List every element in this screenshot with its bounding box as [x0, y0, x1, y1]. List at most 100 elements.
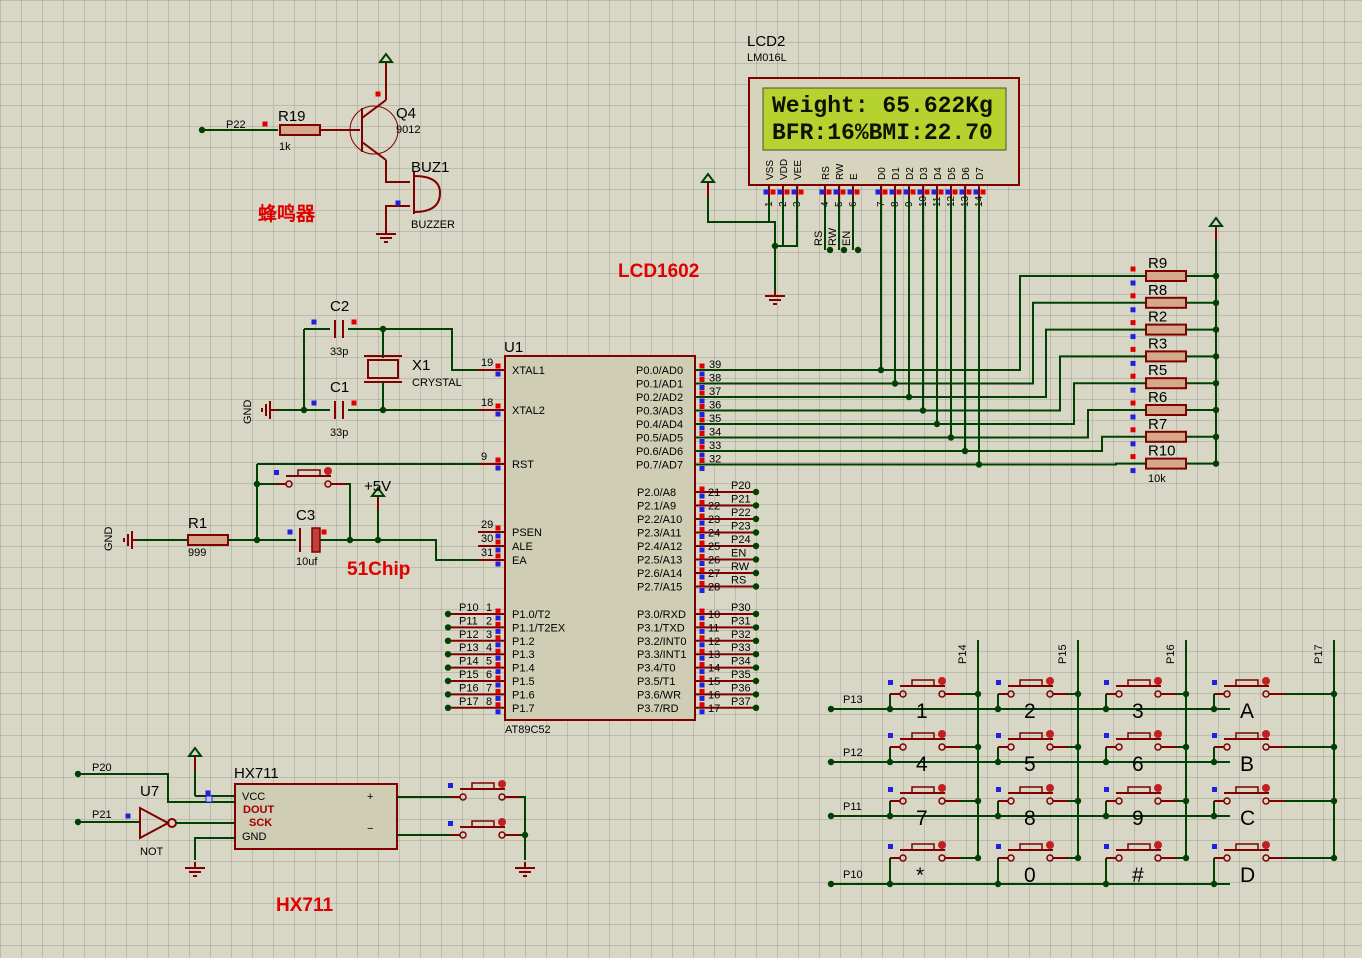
hx711-body [234, 783, 398, 850]
keypad-key-label: C [1240, 807, 1255, 830]
pin-marker [1104, 680, 1109, 685]
hx711-pin-gnd: GND [242, 831, 267, 843]
button-contact [1046, 743, 1054, 751]
mcu-pin-name: P1.0/T2 [512, 609, 551, 621]
mcu-pin-number: 34 [709, 427, 721, 439]
button-contact [1262, 743, 1270, 751]
pin-marker [699, 581, 705, 586]
keypad-button [888, 730, 960, 751]
junction-dot [444, 677, 452, 685]
button-indicator [938, 730, 946, 738]
pin-marker [699, 444, 705, 450]
title-hx711: HX711 [276, 895, 333, 916]
pin-marker [833, 189, 839, 195]
button-indicator [938, 784, 946, 792]
junction-dot [974, 797, 982, 805]
lcd-pin-name: D4 [933, 167, 944, 180]
lcd-pin-name: D3 [919, 167, 930, 180]
row-net: P12 [843, 747, 863, 759]
keypad-button [888, 784, 960, 805]
button-contact [285, 480, 293, 488]
button-contact [1262, 854, 1270, 862]
pin-marker [777, 189, 783, 195]
pin-marker [495, 525, 501, 531]
junction-dot [994, 758, 1002, 766]
button-cap [471, 782, 495, 790]
wire [346, 483, 351, 540]
pin-marker [205, 790, 211, 796]
keypad-key-label: D [1240, 864, 1255, 887]
wire [385, 160, 410, 183]
hx711-pin-vcc: VCC [242, 791, 265, 803]
junction-dot [752, 542, 760, 550]
pin-marker [495, 635, 501, 641]
pin-marker [966, 189, 972, 195]
keypad-button [996, 784, 1068, 805]
pin-marker [699, 385, 705, 390]
title-buzzer: 蜂鸣器 [258, 202, 316, 225]
mcu-pin-number: 31 [481, 547, 493, 559]
pin-marker [495, 403, 501, 409]
junction-dot [752, 664, 760, 671]
c2-ref: C2 [330, 298, 349, 315]
u1-ref: U1 [504, 339, 523, 356]
pin-marker [699, 431, 705, 436]
lcd-line-1: Weight: 65.622Kg [772, 93, 993, 119]
junction-dot [826, 246, 834, 254]
mcu-pin-name: P3.0/RXD [637, 609, 686, 621]
lcd-pin-name: E [849, 173, 860, 180]
lcd-pin-name: D1 [891, 167, 902, 180]
button-contact [938, 743, 946, 751]
pin-marker [699, 608, 705, 614]
button-indicator [938, 677, 946, 685]
mcu-pin-number: 30 [481, 533, 493, 545]
pin-marker [495, 547, 501, 553]
power-arrow [700, 172, 716, 183]
reset-button [274, 467, 346, 488]
junction-dot [444, 637, 452, 644]
pin-marker [896, 189, 902, 195]
junction-dot [974, 690, 982, 698]
wire [520, 796, 526, 860]
button-contact [938, 797, 946, 805]
pullup-resistor [1145, 296, 1187, 309]
mcu-pin-number: 32 [709, 454, 721, 466]
pin-marker [495, 688, 501, 694]
pin-marker [699, 493, 705, 499]
button-cap [1235, 732, 1259, 740]
pin-marker [973, 189, 979, 195]
col-net: P15 [1057, 644, 1069, 664]
button-indicator [324, 467, 332, 475]
junction-dot [1182, 797, 1190, 805]
pin-marker [495, 669, 501, 675]
pin-marker [495, 662, 501, 668]
pin-marker [699, 635, 705, 641]
junction-dot [752, 515, 760, 523]
mcu-pin-name: P1.7 [512, 703, 535, 715]
hx711-minus: − [367, 823, 373, 835]
pin-marker [699, 682, 705, 688]
pullup-value: 10k [1148, 473, 1166, 485]
keypad-key-label: A [1240, 700, 1254, 723]
pullup-ref: R7 [1148, 416, 1167, 433]
junction-dot [1074, 854, 1082, 862]
mcu-pin-number: 39 [709, 359, 721, 371]
mcu-pin-number: 28 [708, 582, 720, 594]
button-contact [1115, 854, 1123, 862]
pin-marker [996, 844, 1001, 849]
button-cap [1019, 679, 1043, 687]
lcd-pin-name: VEE [793, 160, 804, 180]
q4-value: 9012 [396, 124, 420, 136]
button-contact [1262, 797, 1270, 805]
pin-marker [125, 813, 131, 819]
button-indicator [498, 818, 506, 826]
pin-marker [1130, 346, 1136, 352]
title-51chip: 51Chip [347, 559, 410, 580]
p2-net: P22 [731, 507, 751, 519]
junction-dot [994, 705, 1002, 713]
mcu-pin-name: P3.1/TXD [637, 622, 685, 634]
pin-marker [699, 371, 705, 377]
button-indicator [938, 841, 946, 849]
lcd-line-2: BFR:16%BMI:22.70 [772, 120, 993, 146]
pin-marker [699, 425, 705, 431]
